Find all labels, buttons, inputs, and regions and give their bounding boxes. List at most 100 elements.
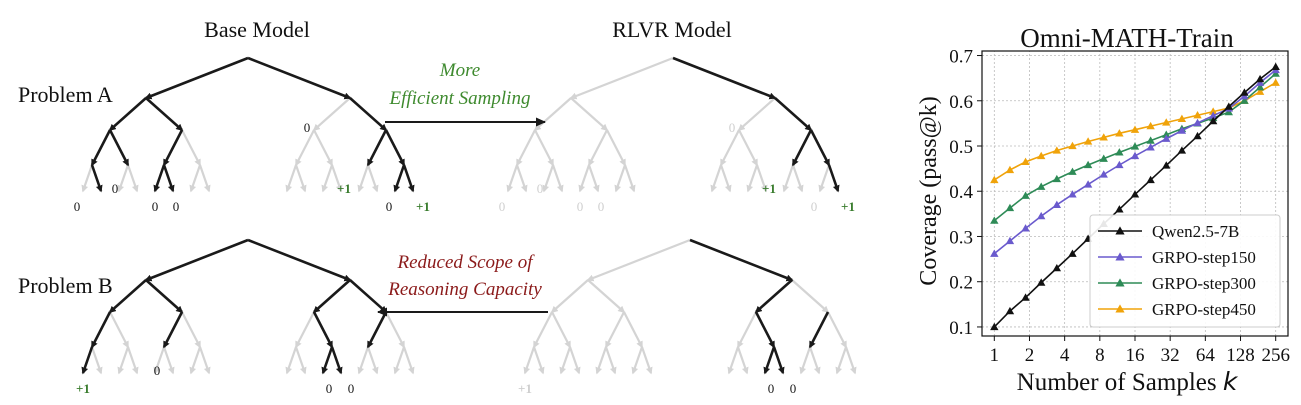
chart-series (990, 62, 1280, 331)
tree-edge (587, 279, 626, 313)
tree-edge (578, 164, 591, 193)
tree-edge (559, 346, 572, 375)
x-tick-label: 128 (1226, 345, 1255, 366)
problem-b-label: Problem B (18, 273, 113, 298)
data-point (1177, 114, 1187, 123)
tree-edge (720, 129, 740, 167)
tree-edge (533, 311, 553, 349)
tree-edge (782, 164, 795, 193)
tree-edge (181, 129, 201, 167)
tree-edge (162, 164, 175, 193)
reward-zero: 0 (152, 199, 159, 214)
reward-zero: 0 (768, 381, 775, 396)
tree-edge (614, 164, 627, 193)
reward-zero: 0 (74, 199, 81, 214)
tree-edge (162, 346, 175, 375)
tree-edge (672, 56, 777, 100)
arrow-b-caption-line2: Reasoning Capacity (387, 279, 542, 300)
data-point (1115, 278, 1125, 287)
x-tick-label: 32 (1161, 345, 1180, 366)
reward-plus-one: +1 (337, 181, 351, 196)
tree-edge (818, 164, 831, 193)
data-point (1021, 157, 1030, 165)
data-point (1037, 278, 1046, 286)
tree-edge (727, 346, 740, 375)
data-point (1130, 190, 1140, 198)
data-point (1005, 203, 1015, 212)
y-tick-label: 0.6 (949, 92, 973, 113)
y-tick-label: 0.1 (949, 318, 973, 339)
tree-edge (357, 346, 370, 375)
tree-edge (604, 346, 617, 375)
problem-a-label: Problem A (18, 82, 113, 107)
tree-edge (162, 311, 184, 349)
tree-edge (799, 346, 812, 375)
tree-edge (366, 129, 388, 167)
data-point (1271, 62, 1280, 70)
tree-edge (385, 311, 405, 349)
tree-edge (108, 279, 147, 313)
tree-edge (827, 311, 847, 349)
data-point (1193, 118, 1202, 127)
chart-xlabel-k: k (1223, 367, 1239, 396)
data-point (1130, 151, 1140, 160)
tree-edge (506, 164, 519, 193)
tree-edge (393, 346, 406, 375)
legend-label: GRPO-step300 (1152, 274, 1256, 293)
reward-zero: 0 (598, 199, 605, 214)
tree-edge (774, 97, 813, 131)
legend-label: GRPO-step150 (1152, 248, 1256, 267)
tree-edge (349, 279, 388, 313)
tree-edge (542, 164, 555, 193)
tree-edge (162, 129, 184, 167)
tree-edge (791, 279, 830, 313)
y-tick-label: 0.7 (949, 47, 973, 68)
tree-edge (755, 164, 768, 193)
tree-edge (294, 164, 307, 193)
reward-zero: 0 (326, 381, 333, 396)
data-point (1271, 78, 1280, 86)
tree-edge (247, 56, 352, 100)
tree-edge (737, 311, 757, 349)
arrow-b-caption-line1: Reduced Scope of (396, 252, 535, 273)
tree-edge (568, 346, 581, 375)
tree-edge (595, 346, 608, 375)
data-point (1193, 131, 1202, 140)
tree-edge (809, 129, 831, 167)
tree-edge (791, 129, 813, 167)
x-tick-label: 64 (1196, 345, 1216, 366)
reward-zero: 0 (173, 199, 180, 214)
series-grpo-step300 (990, 69, 1280, 224)
arrow-a-caption-line2: Efficient Sampling (389, 88, 531, 109)
data-point (1021, 191, 1030, 199)
tree-edge (551, 311, 571, 349)
reward-zero: 0 (811, 199, 818, 214)
data-point (1255, 82, 1265, 91)
tree-edge (533, 97, 572, 131)
tree-edge (117, 346, 130, 375)
reward-zero: 0 (112, 181, 119, 196)
y-tick-label: 0.2 (949, 273, 973, 294)
tree-edge (90, 346, 103, 375)
data-point (1005, 236, 1015, 245)
tree-edge (808, 346, 821, 375)
tree-edge (294, 346, 307, 375)
data-point (1162, 130, 1171, 138)
reward-plus-one: +1 (518, 381, 532, 396)
data-point (1068, 190, 1077, 198)
tree-edge (366, 346, 379, 375)
reward-zero: 0 (537, 181, 544, 196)
y-tick-label: 0.3 (949, 227, 973, 248)
tree-edge (321, 346, 334, 375)
tree-edge (189, 346, 202, 375)
tree-edge (402, 346, 415, 375)
tree-edge (295, 129, 315, 167)
tree-edge (516, 129, 536, 167)
tree-edge (330, 346, 343, 375)
tree-edge (357, 164, 370, 193)
tree-edge (586, 238, 691, 282)
legend-label: Qwen2.5-7B (1152, 222, 1239, 241)
